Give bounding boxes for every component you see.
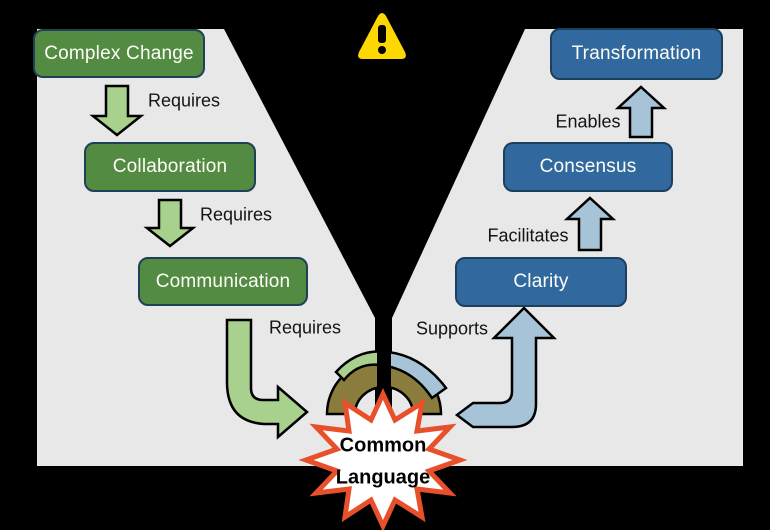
arrow-clarity-to-consensus — [563, 196, 617, 252]
arrow-common-language-to-clarity — [454, 306, 558, 429]
node-complex-change: Complex Change — [33, 29, 205, 78]
arrow-consensus-to-transformation — [614, 85, 668, 139]
node-transformation: Transformation — [550, 28, 723, 80]
edge-label-facilitates: Facilitates — [487, 225, 569, 246]
starburst-label-line2: Language — [335, 466, 431, 489]
starburst-label-line1: Common — [339, 434, 427, 457]
edge-label-requires-2: Requires — [199, 204, 273, 225]
warning-exclamation-dot — [378, 46, 386, 54]
bridge-leaf-blue — [384, 350, 448, 400]
edge-label-supports: Supports — [415, 318, 489, 339]
edge-label-requires-1: Requires — [147, 90, 221, 111]
warning-exclamation-bar — [378, 25, 386, 43]
arrow-communication-to-common-language — [225, 318, 309, 440]
node-clarity: Clarity — [455, 257, 627, 307]
edge-label-enables: Enables — [555, 111, 621, 132]
common-language-starburst — [298, 388, 468, 530]
arrow-collaboration-to-communication — [143, 198, 197, 248]
bridge-icon — [325, 350, 448, 416]
left-panel — [37, 29, 375, 466]
edge-label-requires-3: Requires — [268, 317, 342, 338]
node-collaboration: Collaboration — [84, 142, 256, 192]
arrow-complex-change-to-collaboration — [89, 84, 145, 137]
right-panel — [392, 29, 743, 466]
node-communication: Communication — [138, 257, 308, 306]
node-consensus: Consensus — [503, 142, 673, 192]
warning-triangle-icon — [358, 13, 406, 59]
